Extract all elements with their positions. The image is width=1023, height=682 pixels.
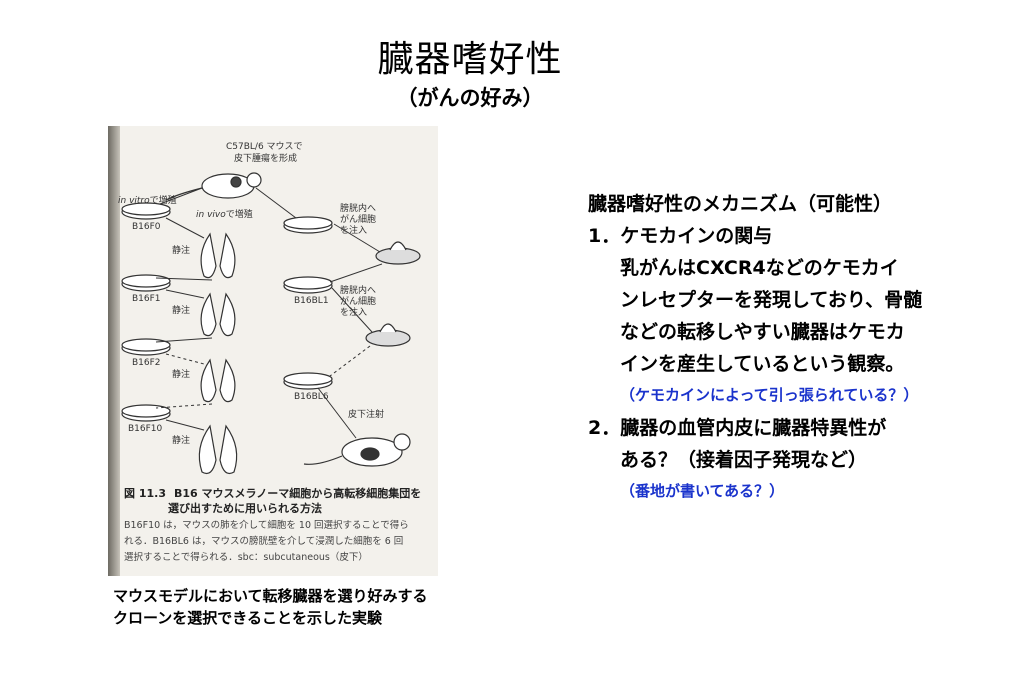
mouse-illustration-bottom — [303, 433, 411, 467]
item1-line-3: などの転移しやすい臓器はケモカ — [620, 321, 905, 343]
label-iv-4: 静注 — [172, 436, 191, 446]
label-in-vitro: in vitroで増殖 — [118, 196, 177, 206]
label-b16f2: B16F2 — [132, 358, 161, 368]
bladder-illustration-1 — [375, 241, 421, 265]
label-bladder-1-b: がん細胞 — [340, 215, 377, 225]
mouse-illustration-top — [165, 172, 262, 201]
culture-dish-start — [283, 216, 333, 234]
label-b16f0: B16F0 — [132, 222, 161, 232]
lung-illustration-3 — [200, 358, 236, 403]
item1-note: （ケモカインによって引っ張られている？） — [620, 386, 919, 404]
label-iv-1: 静注 — [172, 246, 191, 256]
figure-description-line-1: マウスモデルにおいて転移臓器を選り好みする — [113, 587, 428, 605]
page-edge-shadow — [108, 126, 120, 576]
item1-line-1: 乳がんはCXCR4などのケモカイ — [620, 257, 899, 279]
label-bladder-2-c: を注入 — [340, 308, 368, 318]
item2-line-1: 2．臓器の血管内皮に臓器特異性が — [588, 417, 887, 439]
caption-title-line-2: 選び出すために用いられる方法 — [168, 502, 322, 515]
arrows — [155, 187, 383, 439]
label-iv-2: 静注 — [172, 306, 191, 316]
label-bladder-2-b: がん細胞 — [340, 297, 377, 307]
bladder-illustration-2 — [365, 323, 411, 347]
culture-dish-b16bl6 — [283, 372, 333, 390]
item1-line-2: ンレセプターを発現しており、骨髄 — [620, 289, 923, 311]
slide-subtitle: （がんの好み） — [396, 86, 544, 110]
item1-line-4: インを産生しているという観察。 — [620, 353, 905, 375]
culture-dish-b16bl1 — [283, 276, 333, 294]
label-sc-injection: 皮下注射 — [348, 410, 385, 420]
label-iv-3: 静注 — [172, 370, 191, 380]
item1-title: 1．ケモカインの関与 — [588, 225, 773, 247]
caption-heading: 図 11.3 B16 マウスメラノーマ細胞から高転移細胞集団を — [124, 486, 432, 501]
figure-caption: 図 11.3 B16 マウスメラノーマ細胞から高転移細胞集団を 選び出すために用い… — [124, 486, 432, 566]
selection-diagram — [121, 172, 421, 475]
experiment-figure: C57BL/6 マウスで 皮下腫瘍を形成 in vitroで増殖 in vivo… — [108, 126, 438, 576]
label-b16bl6: B16BL6 — [294, 392, 329, 402]
item2-line-2: ある？（接着因子発現など） — [620, 449, 868, 471]
figure-description-line-2: クローンを選択できることを示した実験 — [113, 609, 382, 627]
caption-body-line-1: B16F10 は，マウスの肺を介して細胞を 10 回選択することで得ら — [124, 520, 409, 531]
figure-description: マウスモデルにおいて転移臓器を選り好みする クローンを選択できることを示した実験 — [113, 585, 533, 629]
caption-body-line-3: 選択することで得られる．sbc：subcutaneous（皮下） — [124, 552, 368, 563]
panel-heading: 臓器嗜好性のメカニズム（可能性） — [588, 193, 893, 215]
label-bladder-1-c: を注入 — [340, 226, 368, 236]
lung-illustration-4 — [198, 424, 238, 475]
caption-figure-number: 図 11.3 — [124, 487, 166, 500]
label-in-vivo: in vivoで増殖 — [196, 210, 253, 220]
label-b16bl1: B16BL1 — [294, 296, 329, 306]
culture-dish-b16f1 — [121, 274, 171, 292]
caption-body-line-2: れる．B16BL6 は，マウスの膀胱壁を介して浸潤した細胞を 6 回 — [124, 536, 404, 547]
label-b16f1: B16F1 — [132, 294, 161, 304]
item2-note: （番地が書いてある？） — [620, 482, 785, 500]
lung-illustration-2 — [200, 292, 236, 337]
label-mouse-top-1: C57BL/6 マウスで — [226, 142, 303, 152]
caption-title-line-1: B16 マウスメラノーマ細胞から高転移細胞集団を — [173, 487, 422, 500]
label-mouse-top-2: 皮下腫瘍を形成 — [234, 154, 298, 164]
label-b16f10: B16F10 — [128, 424, 163, 434]
slide-title: 臓器嗜好性 — [377, 39, 563, 80]
label-bladder-1-a: 膀胱内へ — [340, 204, 377, 214]
mechanism-panel: 臓器嗜好性のメカニズム（可能性） 1．ケモカインの関与 乳がんはCXCR4などの… — [588, 188, 1008, 508]
lung-illustration-1 — [200, 232, 236, 279]
caption-body: B16F10 は，マウスの肺を介して細胞を 10 回選択することで得ら れる．B… — [124, 518, 432, 566]
label-bladder-2-a: 膀胱内へ — [340, 286, 377, 296]
culture-dish-b16f0 — [121, 202, 171, 220]
